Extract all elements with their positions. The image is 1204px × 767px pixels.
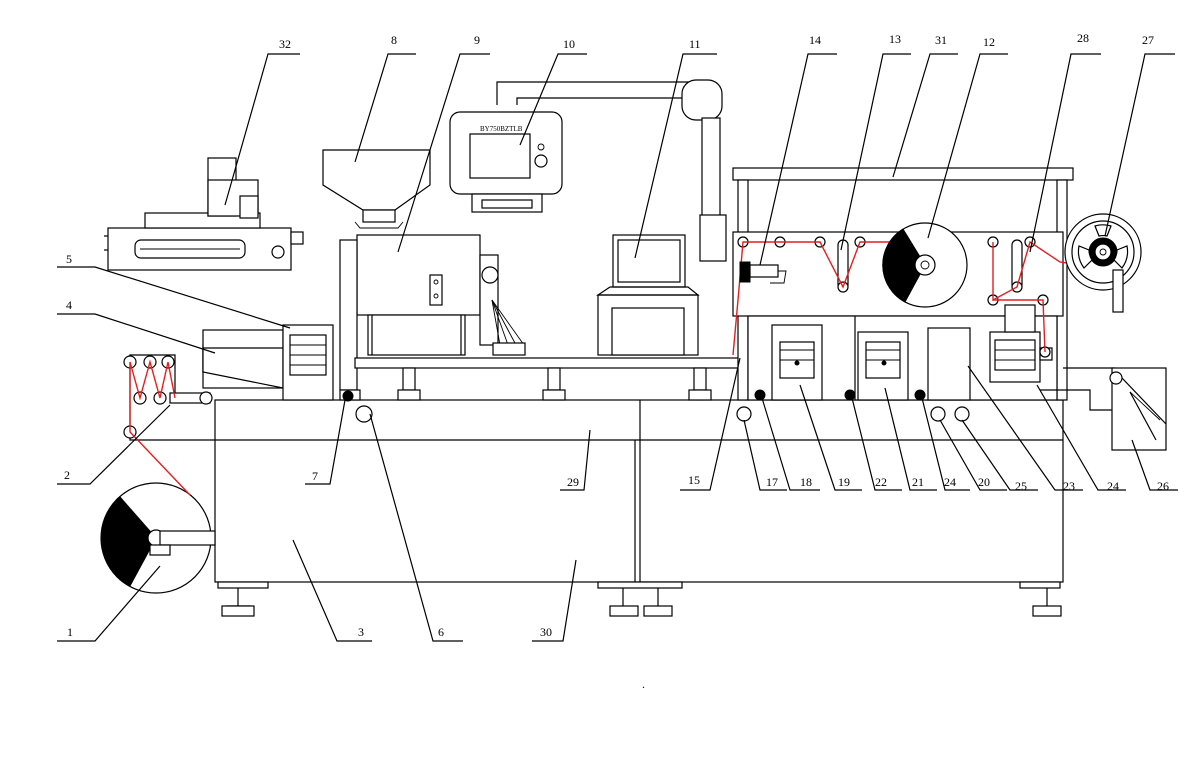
label-9: 9	[474, 33, 480, 47]
label-20: 20	[978, 475, 990, 489]
leader-lines	[57, 53, 1178, 642]
label-25: 25	[1015, 479, 1027, 493]
dot-mark: .	[642, 677, 645, 691]
label-15: 15	[688, 473, 700, 487]
label-4: 4	[66, 298, 72, 312]
label-30: 30	[540, 625, 552, 639]
label-19: 19	[838, 475, 850, 489]
label-10: 10	[563, 37, 575, 51]
roller-frame-left	[123, 354, 215, 496]
label-1: 1	[67, 625, 73, 639]
label-18: 18	[800, 475, 812, 489]
label-13: 13	[889, 32, 901, 46]
forming-station	[202, 324, 334, 401]
label-2: 2	[64, 468, 70, 482]
label-3: 3	[358, 625, 364, 639]
rewind-reel	[1064, 213, 1142, 313]
label-31: 31	[935, 33, 947, 47]
label-22: 22	[875, 475, 887, 489]
monitor	[596, 234, 700, 356]
label-8: 8	[391, 33, 397, 47]
label-32: 32	[279, 37, 291, 51]
panel-text: BY750BZTLB	[480, 125, 523, 133]
base-cabinet	[214, 399, 1064, 617]
middle-reel	[882, 222, 968, 308]
conveyor-rail	[339, 357, 741, 423]
label-7: 7	[312, 469, 318, 483]
label-27: 27	[1142, 33, 1154, 47]
label-29: 29	[567, 475, 579, 489]
label-5: 5	[66, 252, 72, 266]
unwind-reel	[100, 482, 216, 594]
label-24a: 24	[944, 475, 956, 489]
hopper-housing	[322, 149, 526, 391]
label-23: 23	[1063, 479, 1075, 493]
label-21: 21	[912, 475, 924, 489]
outfeed-unit	[1040, 367, 1167, 451]
touch-panel: BY750BZTLB	[449, 79, 727, 262]
part-labels: 1 2 3 4 5 6 7 8 9 10 11 12 13 14 15 17 1…	[64, 31, 1169, 639]
label-6: 6	[438, 625, 444, 639]
label-14: 14	[809, 33, 821, 47]
feeder-station	[104, 157, 304, 271]
label-26: 26	[1157, 479, 1169, 493]
label-24b: 24	[1107, 479, 1119, 493]
label-12: 12	[983, 35, 995, 49]
label-28: 28	[1077, 31, 1089, 45]
label-17: 17	[766, 475, 778, 489]
cutter-head	[739, 261, 787, 284]
label-11: 11	[689, 37, 701, 51]
